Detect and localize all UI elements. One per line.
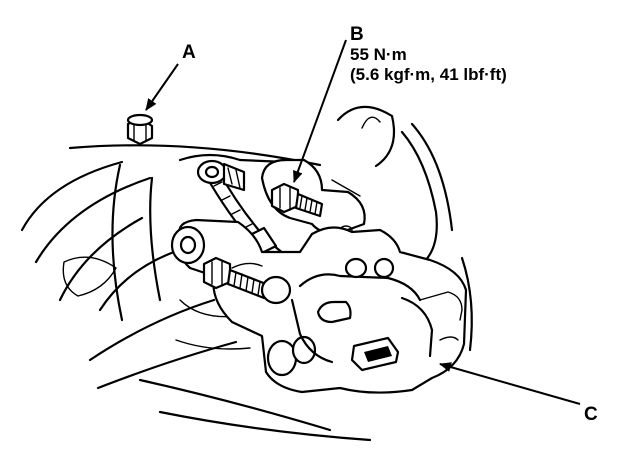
banjo-fitting	[196, 159, 246, 192]
torque-spec-alt: (5.6 kgf·m, 41 lbf·ft)	[350, 65, 507, 84]
leader-b	[293, 39, 347, 183]
bracket-bolt-lower	[202, 256, 292, 305]
knuckle-background	[20, 144, 372, 442]
callout-label-a: A	[182, 42, 196, 63]
callout-label-c: C	[584, 404, 598, 425]
bracket-bolt-upper	[270, 182, 324, 218]
caliper-body	[170, 218, 468, 394]
leader-c	[439, 362, 581, 405]
banjo-bolt	[126, 113, 154, 146]
torque-spec-nm: 55 N·m	[350, 45, 407, 64]
rotor-outline	[336, 105, 473, 352]
leader-a	[145, 63, 179, 111]
callout-label-b: B	[350, 24, 364, 45]
